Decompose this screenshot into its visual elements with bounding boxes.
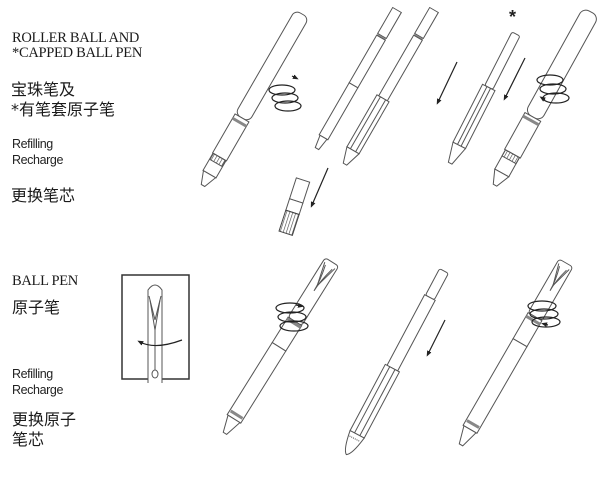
ballpen-title-zh: 原子笔 [12, 298, 61, 317]
roller-remove-refill-illustration [278, 6, 403, 237]
roller-title-en-line2: *CAPPED BALL PEN [12, 45, 143, 62]
pull-arrow-icon [310, 167, 329, 208]
roller-refilling-zh: 更换笔芯 [11, 186, 76, 205]
ballpen-title-en: BALL PEN [12, 273, 78, 289]
roller-pen-unscrew-illustration [200, 11, 308, 188]
ballpen-refilling-zh-label: 更换原子 笔芯 [12, 410, 76, 450]
insert-arrow-icon [426, 319, 446, 357]
roller-title-zh-line1: 宝珠笔及 [11, 80, 76, 99]
roller-refilling-label: Refilling Recharge [12, 136, 63, 169]
ball-pen-title: BALL PEN [12, 273, 78, 289]
ballpen-insert-refill-illustration [344, 268, 449, 456]
ballpen-refilling-zh-line1: 更换原子 [12, 410, 77, 429]
ball-pen-title-zh: 原子笔 [12, 298, 60, 318]
roller-ball-title-zh: 宝珠笔及 *有笔套原子笔 [11, 80, 115, 120]
roller-recharge-fr: Recharge [12, 153, 63, 168]
ballpen-recharge-fr: Recharge [12, 383, 63, 398]
insert-arrow-icon [503, 57, 526, 101]
roller-refilling-zh-label: 更换笔芯 [11, 186, 75, 206]
roller-ball-title: ROLLER BALL AND *CAPPED BALL PEN [12, 30, 143, 62]
twist-arrow-icon [527, 300, 561, 328]
twist-arrow-icon [536, 74, 570, 104]
ballpen-refilling-zh-line2: 笔芯 [12, 430, 45, 449]
asterisk-marker: * [509, 7, 517, 27]
roller-title-zh-line2: *有笔套原子笔 [11, 100, 116, 119]
roller-reassemble-illustration [492, 9, 597, 187]
roller-refilling-en: Refilling [12, 137, 53, 151]
ballpen-reassemble-illustration [458, 259, 573, 447]
insert-arrow-icon [436, 61, 458, 105]
twist-detail-inset [121, 274, 190, 383]
ballpen-unscrew-illustration [222, 258, 339, 435]
twist-arrow-icon [275, 302, 309, 332]
ballpen-refilling-en: Refilling [12, 367, 53, 381]
roller-title-en-line1: ROLLER BALL AND [12, 30, 140, 46]
ballpen-refilling-label: Refilling Recharge [12, 366, 63, 399]
capped-refill-illustration [447, 32, 526, 165]
twist-arrow-icon [137, 339, 183, 347]
roller-insert-refill-illustration [342, 6, 458, 166]
twist-arrow-icon [268, 74, 302, 112]
